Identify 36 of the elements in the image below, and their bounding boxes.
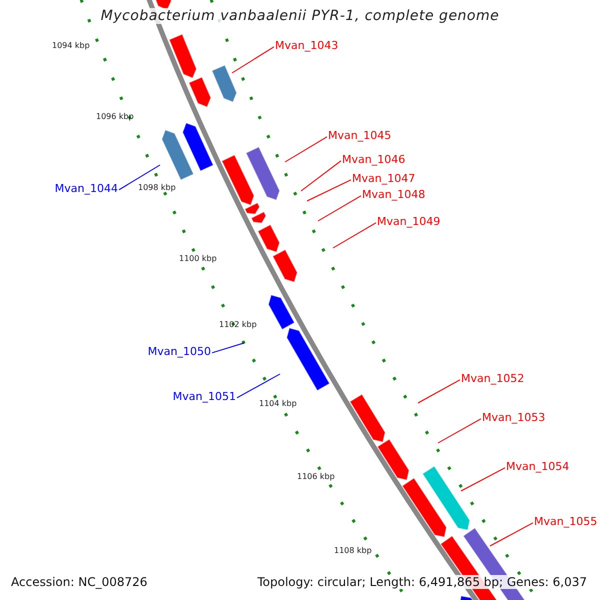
gene-label: Mvan_1043 bbox=[275, 39, 338, 52]
gene-label: Mvan_1048 bbox=[362, 188, 426, 201]
gene-label: Mvan_1053 bbox=[482, 411, 546, 424]
leader-line bbox=[236, 374, 280, 398]
position-label: 1094 kbp bbox=[52, 41, 90, 51]
leader-line bbox=[438, 418, 482, 444]
leader-line bbox=[118, 164, 160, 190]
accession-note: Accession: NC_008726 bbox=[9, 575, 150, 589]
gene-label: Mvan_1050 bbox=[148, 345, 211, 358]
position-label: 1096 kbp bbox=[96, 112, 134, 122]
leader-line bbox=[418, 379, 460, 404]
gene-label: Mvan_1046 bbox=[342, 153, 406, 166]
gene-label: Mvan_1052 bbox=[461, 372, 524, 385]
gene-label: Mvan_1051 bbox=[172, 390, 236, 403]
position-label: 1108 kbp bbox=[334, 546, 372, 556]
leader-line bbox=[300, 160, 342, 192]
leader-line bbox=[318, 195, 362, 222]
position-label: 1106 kbp bbox=[297, 472, 335, 482]
position-label: 1100 kbp bbox=[179, 254, 217, 264]
leader-line bbox=[332, 222, 376, 248]
position-label: 1104 kbp bbox=[259, 399, 297, 409]
position-label: 1102 kbp bbox=[219, 320, 257, 330]
gene-label: Mvan_1044 bbox=[54, 182, 118, 195]
leader-line bbox=[212, 342, 244, 354]
leader-line bbox=[460, 467, 506, 492]
gene-label: Mvan_1054 bbox=[506, 460, 570, 473]
gene-label: Mvan_1055 bbox=[534, 515, 598, 528]
gene-label: Mvan_1049 bbox=[377, 215, 440, 228]
leader-line bbox=[284, 136, 328, 162]
leader-line bbox=[490, 522, 534, 546]
leader-line bbox=[306, 179, 352, 202]
genome-summary: Topology: circular; Length: 6,491,865 bp; Genes: 6,037 bbox=[255, 575, 589, 589]
gene-label: Mvan_1047 bbox=[352, 172, 416, 185]
leader-line bbox=[232, 46, 274, 74]
gene-label: Mvan_1045 bbox=[328, 129, 392, 142]
position-label: 1098 kbp bbox=[138, 183, 176, 193]
